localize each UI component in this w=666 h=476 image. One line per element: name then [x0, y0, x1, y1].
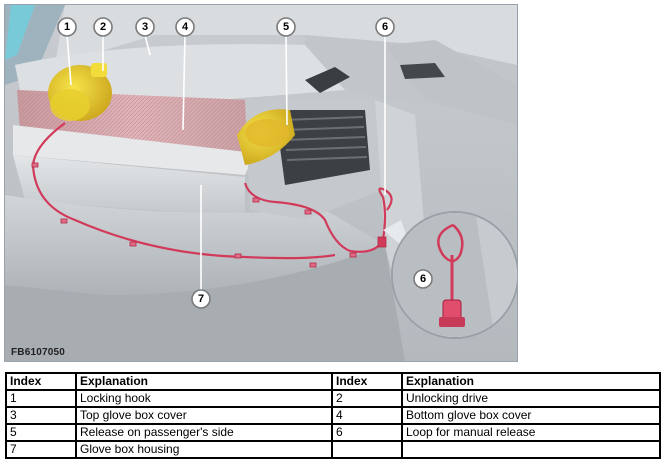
explanation-cell: Glove box housing: [75, 440, 333, 459]
svg-text:3: 3: [142, 21, 148, 33]
explanation-cell: Bottom glove box cover: [401, 406, 661, 425]
svg-text:5: 5: [283, 21, 289, 33]
legend-table: Index Explanation Index Explanation 1 Lo…: [5, 372, 661, 459]
table-row: 5 Release on passenger's side 6 Loop for…: [5, 423, 661, 442]
air-vent: [275, 110, 370, 185]
header-explanation: Explanation: [75, 372, 333, 391]
index-cell: 4: [331, 406, 403, 425]
table-row: 7 Glove box housing: [5, 440, 661, 459]
figure-code: FB6107050: [11, 347, 66, 358]
svg-text:6: 6: [382, 21, 388, 33]
svg-text:1: 1: [64, 21, 70, 33]
svg-text:2: 2: [100, 21, 106, 33]
index-cell: 1: [5, 389, 77, 408]
index-cell: 6: [331, 423, 403, 442]
index-cell: 3: [5, 406, 77, 425]
callout-3: 3: [135, 17, 155, 37]
explanation-cell: Unlocking drive: [401, 389, 661, 408]
callout-6: 6: [375, 17, 395, 37]
table-row: 1 Locking hook 2 Unlocking drive: [5, 389, 661, 408]
header-index: Index: [5, 372, 77, 391]
explanation-cell: Top glove box cover: [75, 406, 333, 425]
release-part: [237, 109, 295, 165]
explanation-cell: [401, 440, 661, 459]
svg-text:7: 7: [198, 293, 204, 305]
glove-box-illustration: 1 2 3 4 5 6 7 6 FB6107050: [4, 4, 518, 362]
legend-header-row: Index Explanation Index Explanation: [5, 372, 661, 391]
inset-detail: [383, 211, 517, 339]
callout-6-inset: 6: [413, 269, 433, 289]
index-cell: 7: [5, 440, 77, 459]
callout-1: 1: [57, 17, 77, 37]
callout-4: 4: [175, 17, 195, 37]
svg-text:4: 4: [182, 21, 189, 33]
index-cell: [331, 440, 403, 459]
explanation-cell: Locking hook: [75, 389, 333, 408]
leader-lines: [66, 34, 386, 293]
svg-text:6: 6: [420, 273, 426, 285]
callout-7: 7: [191, 289, 211, 309]
table-row: 3 Top glove box cover 4 Bottom glove box…: [5, 406, 661, 425]
explanation-cell: Loop for manual release: [401, 423, 661, 442]
index-cell: 2: [331, 389, 403, 408]
header-explanation: Explanation: [401, 372, 661, 391]
glove-box-drawing: 1 2 3 4 5 6 7 6: [5, 5, 517, 361]
callout-5: 5: [276, 17, 296, 37]
header-index: Index: [331, 372, 403, 391]
index-cell: 5: [5, 423, 77, 442]
explanation-cell: Release on passenger's side: [75, 423, 333, 442]
callout-2: 2: [93, 17, 113, 37]
